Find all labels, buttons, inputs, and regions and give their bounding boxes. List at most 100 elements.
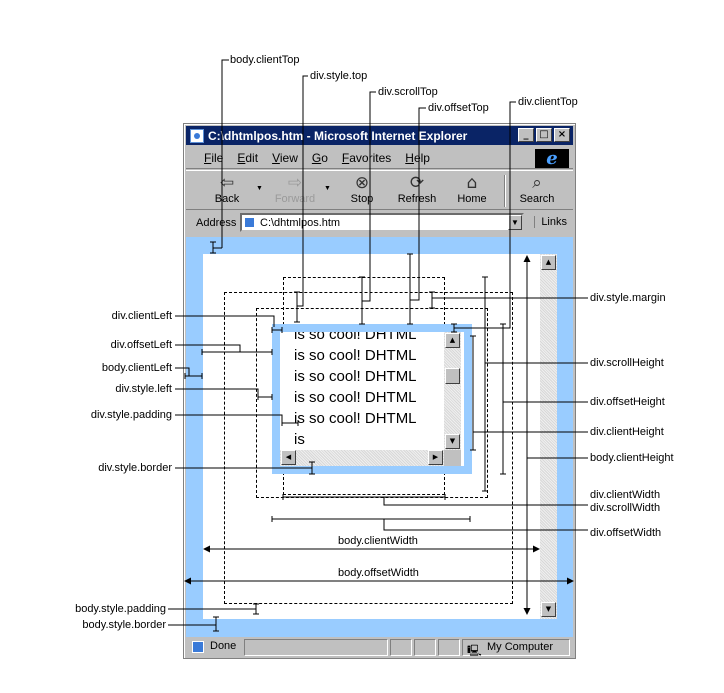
div-border: is so cool! DHTML is so cool! DHTML is s…: [272, 324, 472, 474]
close-button[interactable]: ×: [554, 128, 570, 142]
label-div-offsetheight: div.offsetHeight: [590, 396, 665, 408]
label-div-style-margin: div.style.margin: [590, 292, 666, 304]
address-bar: Address C:\dhtmlpos.htm ▼ Links: [186, 212, 573, 234]
leader-div-offsettop: [410, 107, 426, 301]
status-pane: [414, 639, 436, 656]
back-label: Back: [214, 193, 240, 205]
refresh-button[interactable]: ⟳ Refresh: [392, 173, 442, 205]
label-body-style-border: body.style.border: [82, 619, 166, 631]
leader-div-style-top: [297, 75, 308, 307]
scroll-down-icon[interactable]: ▼: [541, 602, 556, 617]
minimize-button[interactable]: _: [518, 128, 534, 142]
address-input[interactable]: C:\dhtmlpos.htm ▼: [240, 213, 524, 232]
home-button[interactable]: ⌂ Home: [447, 173, 497, 205]
label-div-clientleft: div.clientLeft: [111, 310, 172, 322]
menu-edit[interactable]: Edit: [237, 150, 259, 165]
label-div-style-top: div.style.top: [310, 70, 368, 82]
label-div-offsetwidth: div.offsetWidth: [590, 527, 662, 539]
label-div-clientheight: div.clientHeight: [590, 426, 664, 438]
stop-icon: ⊗: [354, 173, 370, 193]
status-zone: My Computer: [462, 639, 570, 656]
status-text: Done: [210, 640, 237, 652]
leader-body-clienttop: [221, 59, 229, 248]
menu-help[interactable]: Help: [405, 150, 430, 165]
label-div-style-left: div.style.left: [115, 383, 172, 395]
refresh-icon: ⟳: [409, 173, 425, 193]
refresh-label: Refresh: [397, 193, 437, 205]
status-pane: [390, 639, 412, 656]
label-body-clientheight: body.clientHeight: [590, 452, 674, 464]
address-value: C:\dhtmlpos.htm: [260, 216, 341, 229]
leader-div-offsetwidth: [383, 519, 588, 531]
label-body-offsetwidth: body.offsetWidth: [338, 567, 419, 579]
back-arrow-icon: ⇦: [219, 173, 235, 193]
leader-body-clientleft: [175, 367, 190, 376]
menu-view[interactable]: View: [272, 150, 298, 165]
body-padding-box: [224, 292, 513, 604]
home-label: Home: [457, 193, 487, 205]
div-client-area: is so cool! DHTML is so cool! DHTML is s…: [280, 332, 464, 466]
status-bar: Done My Computer 🖳: [186, 637, 573, 657]
window-title: C:\dhtmlpos.htm - Microsoft Internet Exp…: [208, 128, 468, 143]
toolbar: ⇦ Back ▼ ⇨ Forward ▼ ⊗ Stop ⟳ Refresh ⌂ …: [186, 170, 573, 210]
menu-bar: File Edit View Go Favorites Help e: [186, 147, 573, 169]
label-div-offsettop: div.offsetTop: [428, 102, 489, 114]
forward-arrow-icon: ⇨: [287, 173, 303, 193]
page-scrollbar[interactable]: ▲ ▼: [540, 254, 557, 619]
stop-label: Stop: [350, 193, 374, 205]
div-scroll-thumb[interactable]: [445, 368, 460, 384]
leader-div-clientleft: [175, 315, 275, 327]
leader-div-clientwidth: [383, 497, 588, 506]
div-text: is so cool! DHTML is so cool! DHTML is s…: [294, 332, 416, 448]
menu-file[interactable]: File: [204, 150, 224, 165]
links-button[interactable]: Links: [534, 216, 567, 228]
scroll-up-icon[interactable]: ▲: [541, 255, 556, 270]
home-icon: ⌂: [466, 173, 478, 193]
label-div-scrollwidth: div.scrollWidth: [590, 502, 661, 514]
div-scroll-up-icon[interactable]: ▲: [445, 333, 460, 348]
maximize-button[interactable]: □: [536, 128, 552, 142]
menu-go[interactable]: Go: [311, 150, 328, 165]
label-body-clientwidth: body.clientWidth: [338, 535, 418, 547]
search-icon: ⌕: [532, 173, 542, 193]
back-button[interactable]: ⇦ Back: [202, 173, 252, 205]
ie-logo-icon: e: [535, 149, 569, 168]
div-scroll-left-icon[interactable]: ◀: [281, 450, 296, 465]
leader-div-scrolltop: [362, 91, 376, 302]
div-scroll-right-icon[interactable]: ▶: [428, 450, 443, 465]
leader-body-style-padding: [168, 604, 257, 610]
leader-div-style-left: [175, 388, 259, 397]
search-button[interactable]: ⌕ Search: [512, 173, 562, 205]
address-label: Address: [196, 217, 237, 229]
label-body-style-padding: body.style.padding: [75, 603, 166, 615]
label-div-scrollheight: div.scrollHeight: [590, 357, 664, 369]
ie-page-icon: [190, 128, 204, 143]
window-controls: _ □ ×: [518, 128, 570, 142]
label-body-clienttop: body.clientTop: [230, 54, 300, 66]
stop-button[interactable]: ⊗ Stop: [337, 173, 387, 205]
forward-dropdown-icon[interactable]: ▼: [324, 185, 331, 192]
address-dropdown-icon[interactable]: ▼: [508, 215, 522, 230]
forward-button[interactable]: ⇨ Forward: [270, 173, 320, 205]
div-horizontal-scrollbar[interactable]: ◀ ▶: [280, 450, 444, 466]
status-pane: [244, 639, 388, 656]
label-body-clientleft: body.clientLeft: [101, 362, 172, 374]
status-pane: [438, 639, 460, 656]
label-div-clientwidth: div.clientWidth: [590, 489, 661, 501]
div-scroll-down-icon[interactable]: ▼: [445, 434, 460, 449]
leader-div-style-padding: [175, 414, 283, 423]
div-vertical-scrollbar[interactable]: ▲ ▼: [444, 332, 461, 450]
forward-label: Forward: [274, 193, 316, 205]
back-dropdown-icon[interactable]: ▼: [256, 185, 263, 192]
leader-div-clienttop: [454, 101, 516, 329]
label-div-style-border: div.style.border: [98, 462, 172, 474]
label-div-scrolltop: div.scrollTop: [378, 86, 438, 98]
page-icon: [244, 217, 255, 228]
toolbar-separator: [504, 175, 506, 207]
leader-div-offsetleft: [175, 344, 241, 352]
label-div-clienttop: div.clientTop: [518, 96, 578, 108]
status-page-icon: [192, 641, 204, 653]
title-bar: C:\dhtmlpos.htm - Microsoft Internet Exp…: [186, 126, 573, 145]
label-div-offsetleft: div.offsetLeft: [110, 339, 172, 351]
